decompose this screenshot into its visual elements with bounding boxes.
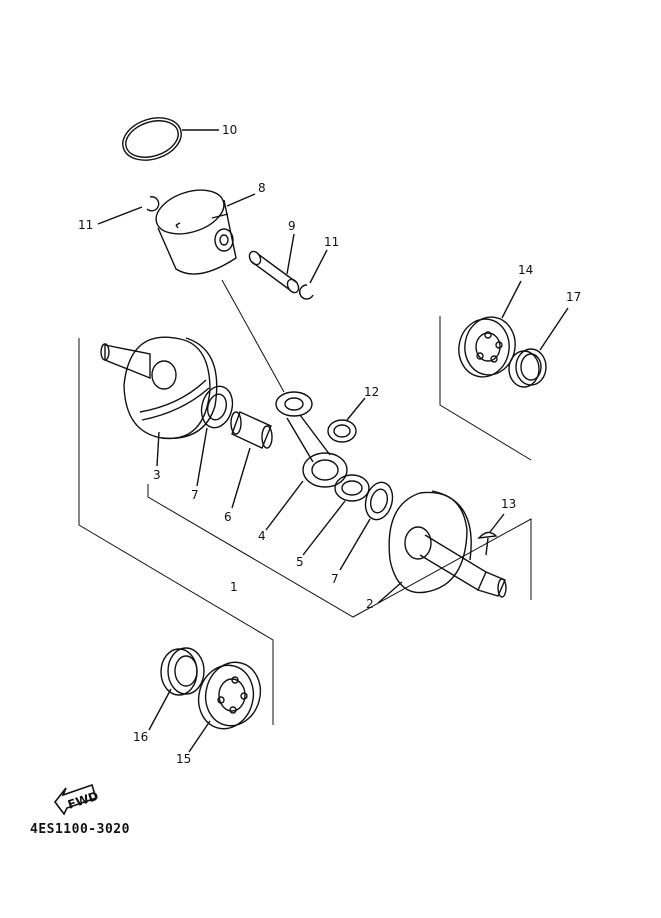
callout-2: 2 <box>366 597 374 611</box>
callout-9: 9 <box>288 219 296 233</box>
callout-11-left: 11 <box>78 218 93 232</box>
part-code: 4ES1100-3020 <box>30 822 130 837</box>
thrust-washer-left <box>196 385 234 487</box>
woodruff-key <box>477 513 505 556</box>
callout-4: 4 <box>258 529 266 543</box>
callout-6: 6 <box>224 510 232 524</box>
connecting-rod <box>265 391 348 531</box>
small-end-bearing <box>327 397 366 443</box>
callout-8: 8 <box>258 181 266 195</box>
piston-pin-clip-left <box>97 196 160 225</box>
fwd-arrow-icon <box>53 783 97 816</box>
crank-pin <box>230 411 273 509</box>
crank-left-half <box>100 336 218 467</box>
callout-13: 13 <box>501 497 516 511</box>
crank-bearing-left <box>188 661 262 753</box>
callout-1: 1 <box>230 580 238 594</box>
oil-seal-right <box>508 307 569 388</box>
callout-7-left: 7 <box>191 488 199 502</box>
callout-12: 12 <box>364 385 379 399</box>
callout-7-right: 7 <box>331 572 339 586</box>
callout-14: 14 <box>518 263 533 277</box>
big-end-bearing <box>302 474 370 556</box>
crank-bearing-right <box>458 280 522 378</box>
callout-17: 17 <box>566 290 581 304</box>
callout-16: 16 <box>133 730 148 744</box>
piston <box>155 189 256 275</box>
callout-labels: 10 8 11 9 11 14 17 12 3 7 6 4 5 1 7 2 13… <box>66 123 581 812</box>
crank-right-half <box>377 490 507 604</box>
callout-11-right: 11 <box>324 235 339 249</box>
callout-3: 3 <box>153 468 161 482</box>
callout-15: 15 <box>176 752 191 766</box>
callout-10: 10 <box>222 123 237 137</box>
oil-seal-left <box>148 647 205 731</box>
piston-pin-clip-right <box>299 249 328 300</box>
thrust-washer-right <box>339 481 394 571</box>
piston-pin <box>248 233 300 294</box>
callout-5: 5 <box>296 555 304 569</box>
piston-ring <box>122 117 219 161</box>
